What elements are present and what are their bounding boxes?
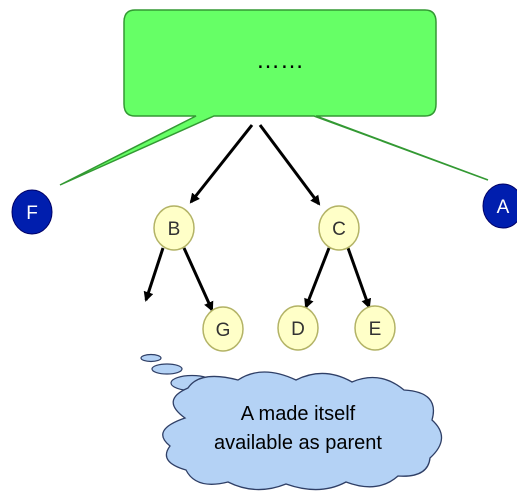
node-C-label: C (332, 219, 346, 240)
thought-dot-small (140, 353, 162, 363)
thought-cloud-line1: A made itself (241, 403, 356, 425)
edge-root-to-C (258, 124, 321, 206)
node-C: C (318, 205, 360, 251)
node-B: B (153, 205, 195, 251)
node-D-label: D (291, 319, 305, 340)
thought-cloud: A made itself available as parent (162, 371, 443, 491)
node-B-label: B (168, 219, 181, 240)
node-G-label: G (216, 320, 231, 341)
edge-C-to-D (304, 247, 331, 309)
node-E-circle (354, 305, 396, 351)
thought-cloud-line2: available as parent (214, 432, 382, 454)
node-G-circle (202, 306, 244, 352)
edge-B-to-G (182, 247, 214, 312)
node-E: E (354, 305, 396, 351)
edge-C-to-E (346, 247, 372, 309)
edge-B-to-left-empty (143, 247, 165, 302)
node-F-circle (11, 189, 53, 235)
node-E-label: E (369, 319, 382, 340)
node-G: G (202, 306, 244, 352)
speech-bubble-label: …… (256, 47, 304, 74)
node-C-circle (318, 205, 360, 251)
node-D-circle (277, 305, 319, 351)
edge-root-to-B (189, 124, 254, 204)
tree-edges (143, 124, 372, 312)
thought-cloud-shape (162, 371, 443, 491)
node-D: D (277, 305, 319, 351)
speech-bubble-shape (59, 9, 489, 186)
node-A-label: A (497, 197, 510, 218)
node-A-circle (482, 183, 517, 229)
speech-bubble: …… (59, 9, 489, 186)
thought-dot-medium (151, 363, 183, 375)
node-F-label: F (26, 203, 38, 224)
node-B-circle (153, 205, 195, 251)
node-A: A (482, 183, 517, 229)
node-F: F (11, 189, 53, 235)
